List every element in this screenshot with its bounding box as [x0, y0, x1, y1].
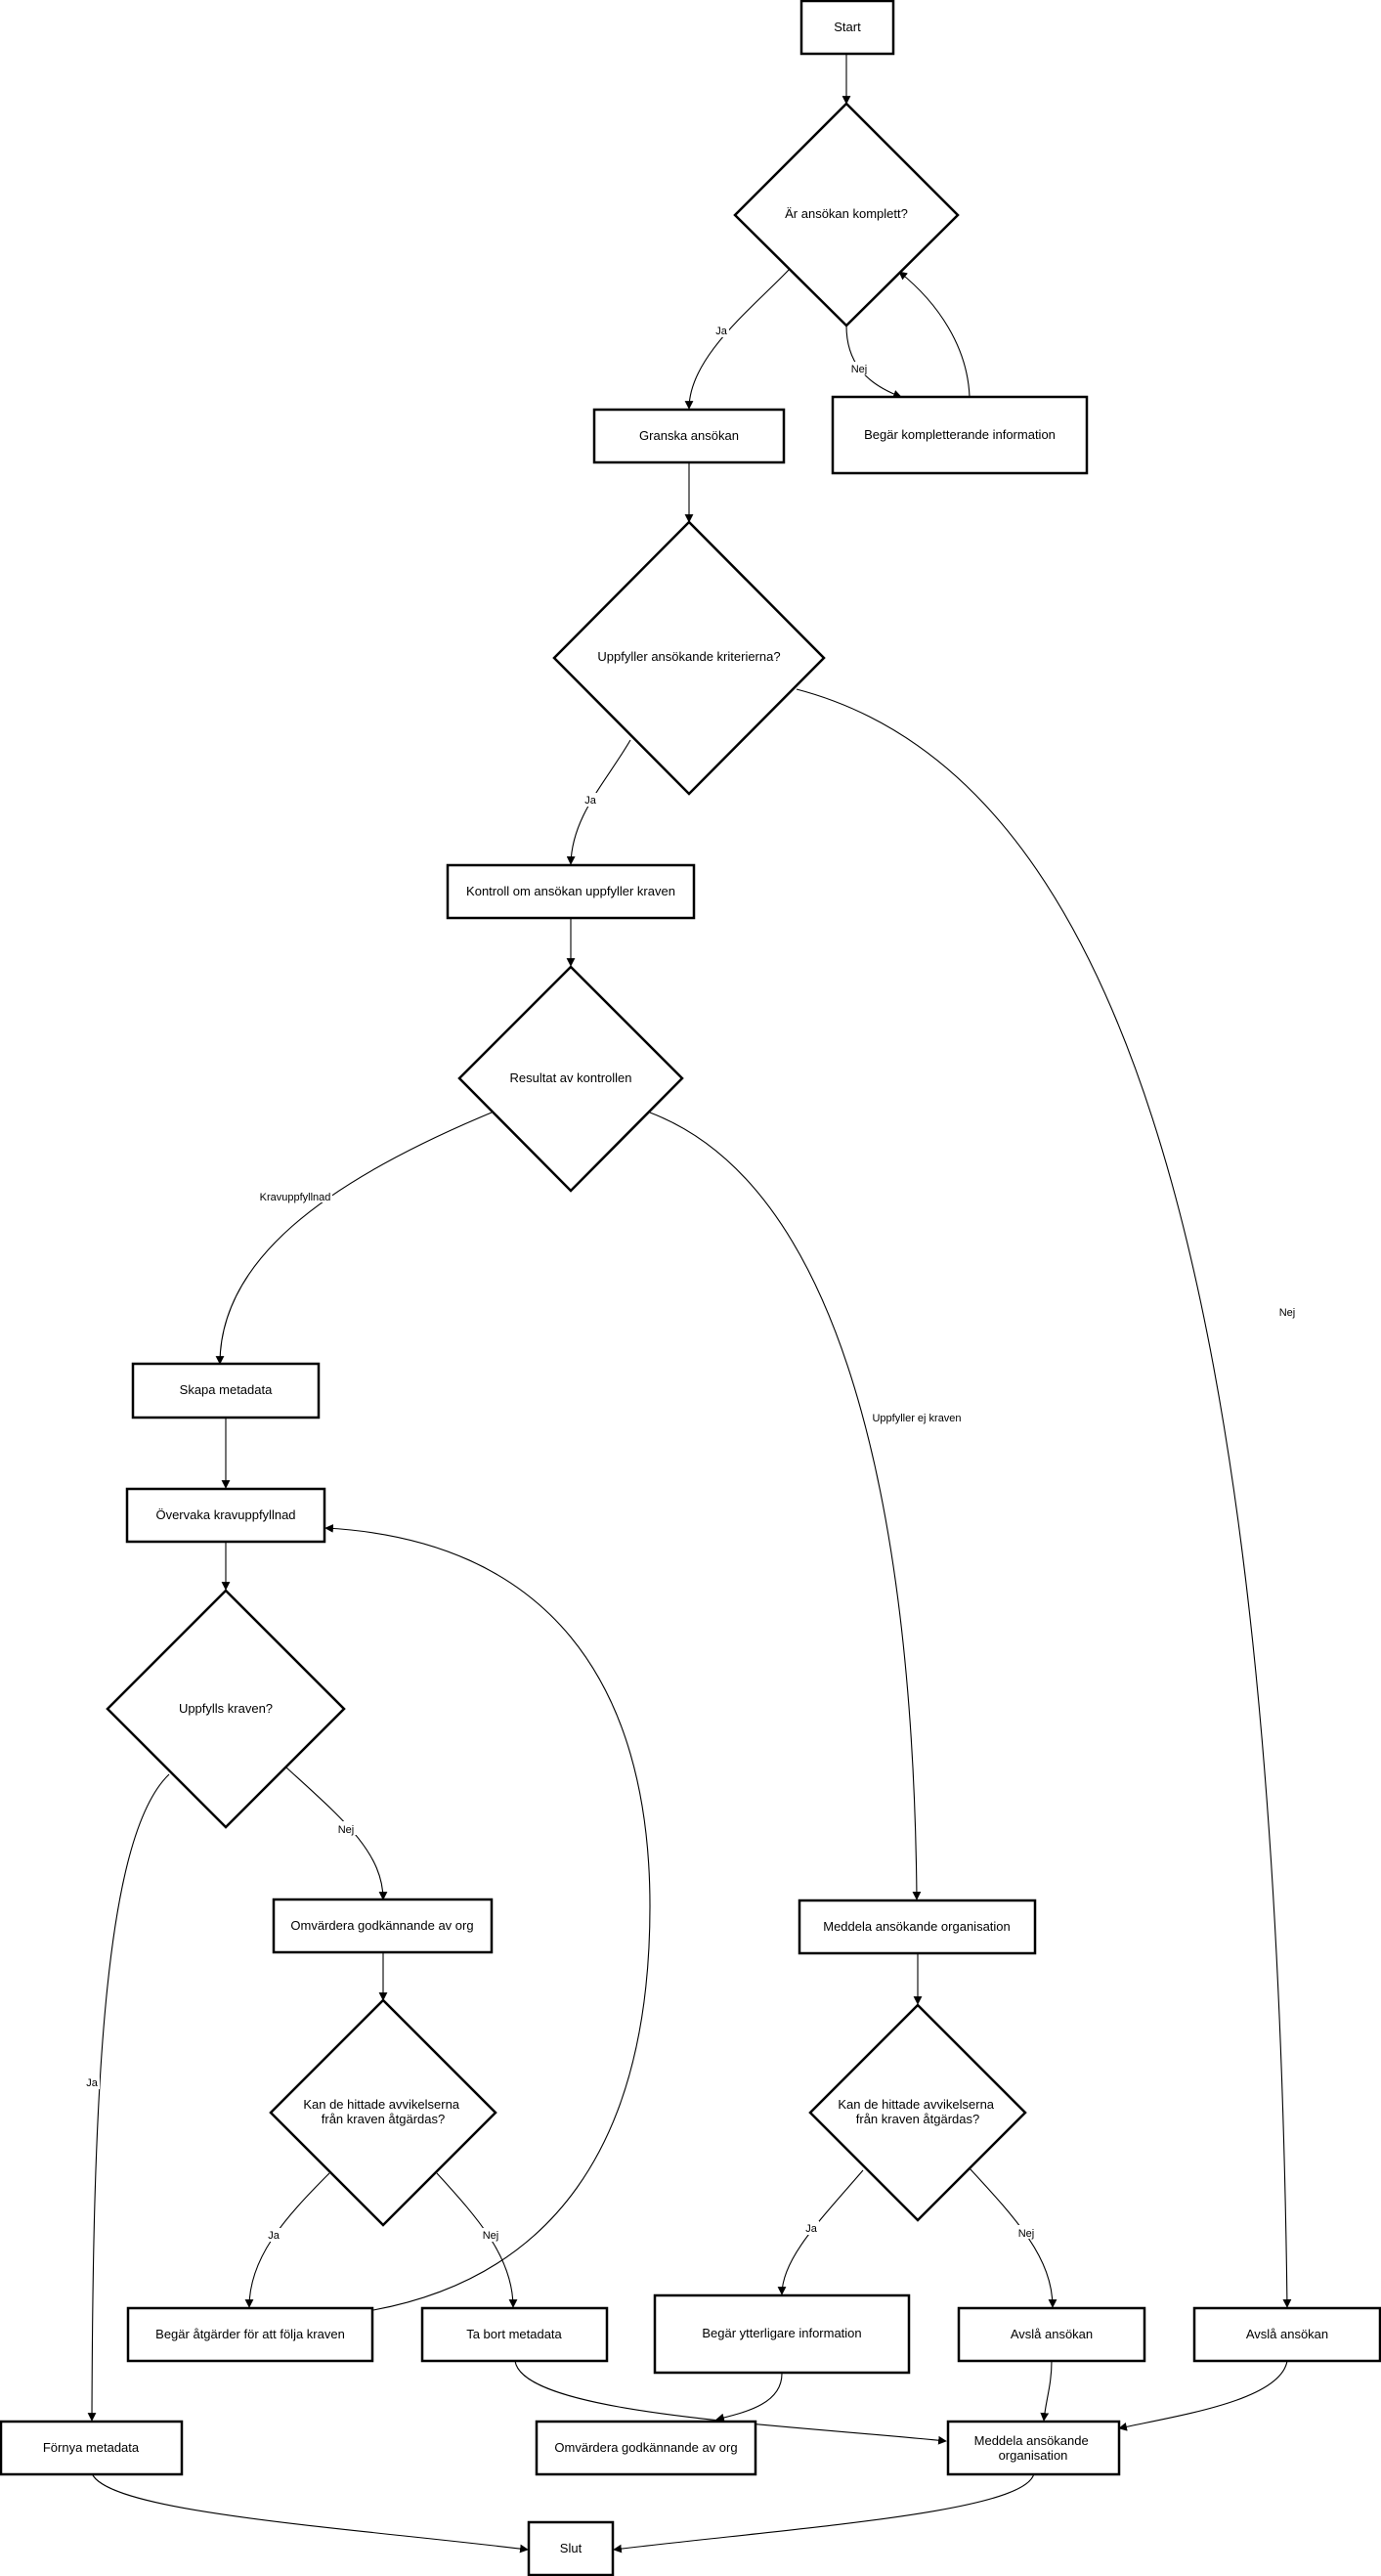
node-review-label: Granska ansökan: [639, 428, 739, 443]
node-create-meta[interactable]: Skapa metadata: [131, 1362, 321, 1419]
node-renew-meta[interactable]: Förnya metadata: [0, 2420, 184, 2476]
label-fulfilled-yes: Ja: [86, 2077, 99, 2089]
edge-fixable-remove: [436, 2172, 518, 2308]
node-renew-meta-label: Förnya metadata: [43, 2440, 140, 2455]
node-criteria[interactable]: Uppfyller ansökande kriterierna?: [552, 520, 826, 796]
edge-fulfilled-reeval: [285, 1767, 388, 1900]
node-fixable-right[interactable]: Kan de hittade avvikelserna från kraven …: [808, 2003, 1027, 2222]
edge-labels: Ja Nej Ja Nej Kravuppfyllnad Uppfyller e…: [84, 324, 1298, 2242]
edge-complete-request: [845, 325, 902, 399]
edge-remove-notify: [514, 2360, 947, 2445]
node-notify-org-bottom-label: Meddela ansökande organisation: [974, 2433, 1093, 2463]
edge-result-notify: [649, 1112, 922, 1900]
node-end[interactable]: Slut: [527, 2520, 615, 2576]
node-reject-right[interactable]: Avslå ansökan: [1192, 2306, 1381, 2363]
edge-notify-end: [613, 2472, 1035, 2554]
node-request-actions-label: Begär åtgärder för att följa kraven: [155, 2327, 345, 2341]
node-notify-org-label: Meddela ansökande organisation: [823, 1919, 1011, 1934]
node-reeval-left-label: Omvärdera godkännande av org: [290, 1918, 473, 1933]
label-criteria-yes: Ja: [584, 795, 597, 807]
node-notify-org-bottom-line2: organisation: [999, 2448, 1068, 2463]
node-fixable-left-line2: från kraven åtgärdas?: [322, 2112, 445, 2126]
node-fixable-right-line2: från kraven åtgärdas?: [856, 2112, 979, 2126]
node-reeval-bottom-label: Omvärdera godkännande av org: [554, 2440, 737, 2455]
node-request-more[interactable]: Begär ytterligare information: [653, 2293, 911, 2375]
edge-criteria-check: [566, 739, 631, 865]
node-request-info[interactable]: Begär kompletterande information: [831, 395, 1089, 475]
node-request-info-label: Begär kompletterande information: [864, 427, 1056, 442]
edge-fixable-actions: [244, 2172, 330, 2308]
node-check-label: Kontroll om ansökan uppfyller kraven: [466, 884, 675, 898]
label-fixable-right-yes: Ja: [805, 2223, 818, 2235]
node-monitor-label: Övervaka kravuppfyllnad: [155, 1507, 295, 1522]
node-review[interactable]: Granska ansökan: [592, 408, 786, 464]
edge-fulfilled-renew: [87, 1773, 170, 2422]
node-create-meta-label: Skapa metadata: [180, 1382, 273, 1397]
node-reeval-left[interactable]: Omvärdera godkännande av org: [272, 1898, 494, 1954]
node-reject-right-label: Avslå ansökan: [1246, 2327, 1328, 2341]
edge-result-create: [215, 1112, 493, 1365]
label-fixable-left-yes: Ja: [268, 2230, 281, 2242]
node-start-label: Start: [834, 20, 861, 34]
label-complete-yes: Ja: [715, 326, 728, 337]
node-fixable-right-label: Kan de hittade avvikelserna från kraven …: [838, 2097, 997, 2126]
node-request-actions[interactable]: Begär åtgärder för att följa kraven: [126, 2306, 374, 2363]
node-complete[interactable]: Är ansökan komplett?: [733, 102, 960, 327]
node-notify-org[interactable]: Meddela ansökande organisation: [798, 1899, 1037, 1955]
node-remove-meta-label: Ta bort metadata: [466, 2327, 562, 2341]
edge-fixable-request: [777, 2169, 864, 2295]
edge-fixable-reject: [969, 2167, 1057, 2308]
node-fulfilled[interactable]: Uppfylls kraven?: [106, 1589, 346, 1829]
edge-request-complete: [898, 271, 971, 398]
node-reject-mid-label: Avslå ansökan: [1011, 2327, 1093, 2341]
node-fulfilled-label: Uppfylls kraven?: [179, 1701, 273, 1716]
node-monitor[interactable]: Övervaka kravuppfyllnad: [125, 1487, 326, 1544]
label-result-not-fulfilled: Uppfyller ej kraven: [872, 1413, 961, 1424]
node-start[interactable]: Start: [799, 0, 895, 56]
edge-request-reeval: [715, 2373, 783, 2423]
node-end-label: Slut: [560, 2541, 583, 2555]
node-reeval-bottom[interactable]: Omvärdera godkännande av org: [535, 2420, 757, 2476]
node-complete-label: Är ansökan komplett?: [785, 206, 908, 221]
node-fixable-right-line1: Kan de hittade avvikelserna: [838, 2097, 994, 2112]
label-fixable-left-no: Nej: [483, 2230, 499, 2242]
label-result-fulfilled: Kravuppfyllnad: [260, 1192, 331, 1203]
edge-complete-review: [684, 268, 791, 410]
label-fulfilled-no: Nej: [338, 1824, 355, 1836]
node-fixable-left-line1: Kan de hittade avvikelserna: [303, 2097, 459, 2112]
edge-actions-monitor: [324, 1524, 651, 2311]
label-criteria-no: Nej: [1279, 1307, 1296, 1319]
edge-rejectright-notify: [1118, 2360, 1288, 2431]
edge-criteria-reject: [796, 688, 1292, 2308]
node-fixable-left-label: Kan de hittade avvikelserna från kraven …: [303, 2097, 462, 2126]
node-notify-org-bottom-line1: Meddela ansökande: [974, 2433, 1089, 2448]
node-request-more-label: Begär ytterligare information: [702, 2326, 861, 2340]
node-criteria-label: Uppfyller ansökande kriterierna?: [597, 649, 780, 664]
edge-reject-notify: [1040, 2360, 1053, 2422]
label-complete-no: Nej: [851, 364, 868, 375]
node-fixable-left[interactable]: Kan de hittade avvikelserna från kraven …: [269, 1998, 497, 2227]
node-notify-org-bottom[interactable]: Meddela ansökande organisation: [946, 2420, 1121, 2476]
node-reject-mid[interactable]: Avslå ansökan: [957, 2306, 1146, 2363]
label-fixable-right-no: Nej: [1018, 2228, 1035, 2240]
node-remove-meta[interactable]: Ta bort metadata: [420, 2306, 609, 2363]
node-check[interactable]: Kontroll om ansökan uppfyller kraven: [446, 863, 696, 920]
node-result[interactable]: Resultat av kontrollen: [457, 965, 684, 1193]
node-result-label: Resultat av kontrollen: [509, 1070, 631, 1085]
edge-renew-end: [91, 2472, 529, 2554]
